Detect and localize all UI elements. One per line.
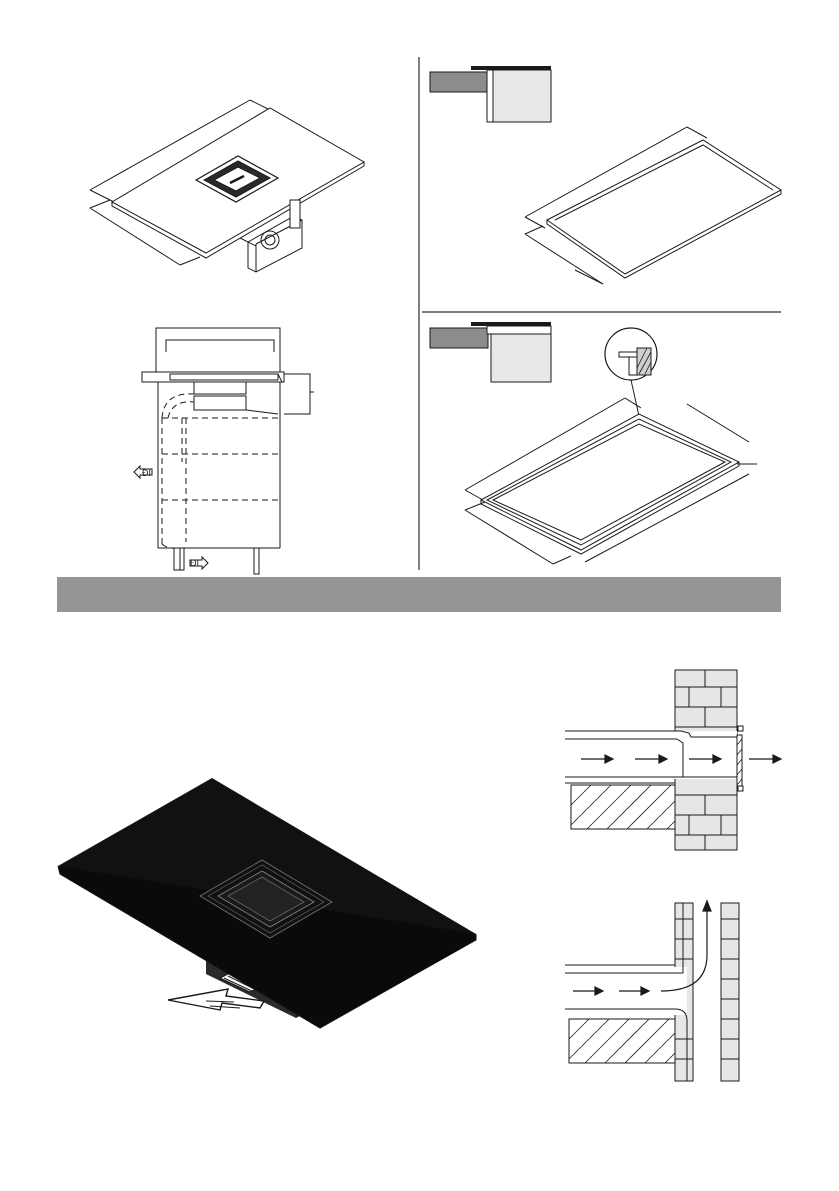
black-hob-figure — [50, 770, 480, 1040]
flush-cutout-figure — [425, 62, 785, 302]
wall-duct-upward-figure — [565, 895, 745, 1085]
arrow-label-left: ÐI — [142, 468, 151, 478]
wall-duct-straight-figure — [565, 665, 785, 855]
hob-iso-figure — [80, 90, 390, 280]
arrow-label-bottom: ÐI — [190, 558, 199, 568]
section-band — [57, 577, 781, 612]
rebated-cutout-figure — [425, 318, 785, 573]
cabinet-section-figure: ÐI ÐI — [128, 322, 328, 577]
